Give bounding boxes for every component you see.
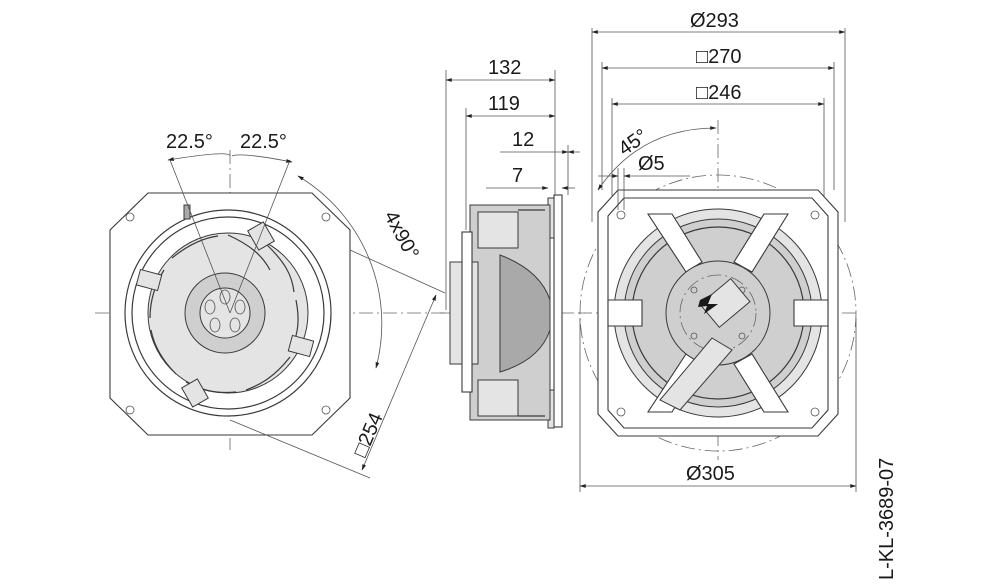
angle-arc-right bbox=[231, 154, 293, 163]
angle-ref-left bbox=[169, 159, 231, 314]
front-hole-tl bbox=[125, 212, 135, 222]
side-lower-block bbox=[477, 379, 519, 417]
rear-circle-305 bbox=[579, 174, 857, 452]
dim-angle-right: 22.5° bbox=[240, 131, 287, 153]
rear-hole-br bbox=[810, 407, 820, 417]
square254-ext-bottom bbox=[229, 419, 371, 479]
rear-hole-tl bbox=[616, 210, 626, 220]
dim-dia-293: Ø293 bbox=[690, 10, 739, 32]
side-inlet-ring bbox=[461, 231, 473, 393]
side-view: 132 119 12 7 bbox=[440, 57, 585, 429]
dim-depth-12: 12 bbox=[512, 129, 534, 151]
dim-square-270: □270 bbox=[696, 46, 741, 68]
side-upper-block bbox=[477, 211, 519, 249]
front-brackets bbox=[135, 204, 315, 408]
lightning-bolt-icon bbox=[698, 294, 718, 314]
dim-depth-7: 7 bbox=[512, 165, 523, 187]
dim-angle-left: 22.5° bbox=[166, 131, 213, 153]
rear-view: Ø293 □270 □246 45° Ø5 Ø305 bbox=[578, 10, 860, 492]
angle-arc-left bbox=[167, 153, 231, 161]
square254-ext-top bbox=[349, 249, 446, 294]
rear-hole-tr bbox=[810, 210, 820, 220]
rear-cable bbox=[659, 337, 733, 411]
drawing-id: L-KL-3689-07 bbox=[876, 458, 898, 580]
dim-hole-dia: Ø5 bbox=[638, 153, 665, 175]
dim-dia-305: Ø305 bbox=[686, 463, 735, 485]
dim-depth-132: 132 bbox=[488, 57, 521, 79]
dim-square-254: □254 bbox=[350, 410, 388, 460]
square254-dimline bbox=[361, 294, 437, 471]
front-view: 22.5° 22.5° 4x90° □254 bbox=[95, 131, 446, 479]
front-hole-br bbox=[321, 405, 331, 415]
rear-hole-bl bbox=[616, 407, 626, 417]
angle-ref-right bbox=[229, 159, 291, 314]
front-hole-bl bbox=[125, 405, 135, 415]
dim-square-246: □246 bbox=[696, 82, 741, 104]
side-mounting-plate bbox=[553, 194, 563, 428]
side-motor bbox=[499, 254, 551, 373]
rear-terminal-box bbox=[699, 277, 751, 329]
dim-angle-4x90: 4x90° bbox=[379, 207, 423, 263]
dim-depth-119: 119 bbox=[488, 93, 520, 115]
angle-arc-45 bbox=[597, 126, 717, 191]
front-hub-openings bbox=[204, 289, 246, 333]
